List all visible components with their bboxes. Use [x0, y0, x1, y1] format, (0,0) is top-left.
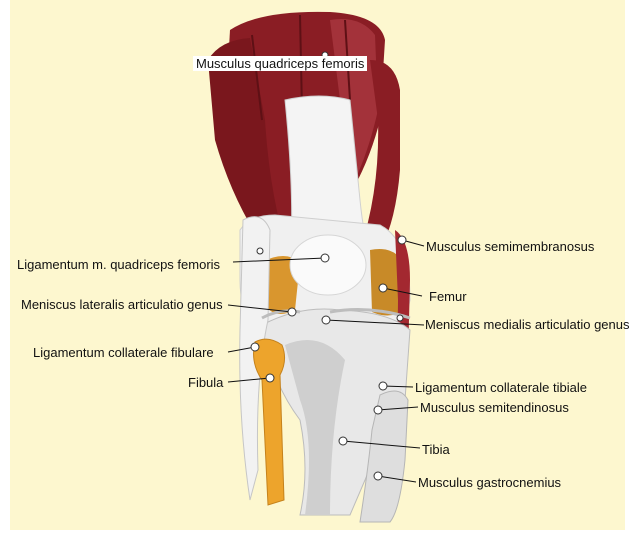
label-gastrocnemius: Musculus gastrocnemius — [418, 475, 561, 490]
label-meniscus-lateralis: Meniscus lateralis articulatio genus — [21, 297, 223, 312]
label-semitendinosus: Musculus semitendinosus — [420, 400, 569, 415]
label-quadriceps-femoris: Musculus quadriceps femoris — [193, 56, 367, 71]
label-collaterale-tibiale: Ligamentum collaterale tibiale — [415, 380, 587, 395]
label-femur: Femur — [429, 289, 467, 304]
label-ligamentum-quadriceps: Ligamentum m. quadriceps femoris — [17, 257, 220, 272]
label-meniscus-medialis: Meniscus medialis articulatio genus — [425, 317, 629, 332]
label-fibula: Fibula — [188, 375, 223, 390]
label-collaterale-fibulare: Ligamentum collaterale fibulare — [33, 345, 214, 360]
label-semimembranosus: Musculus semimembranosus — [426, 239, 594, 254]
label-tibia: Tibia — [422, 442, 450, 457]
